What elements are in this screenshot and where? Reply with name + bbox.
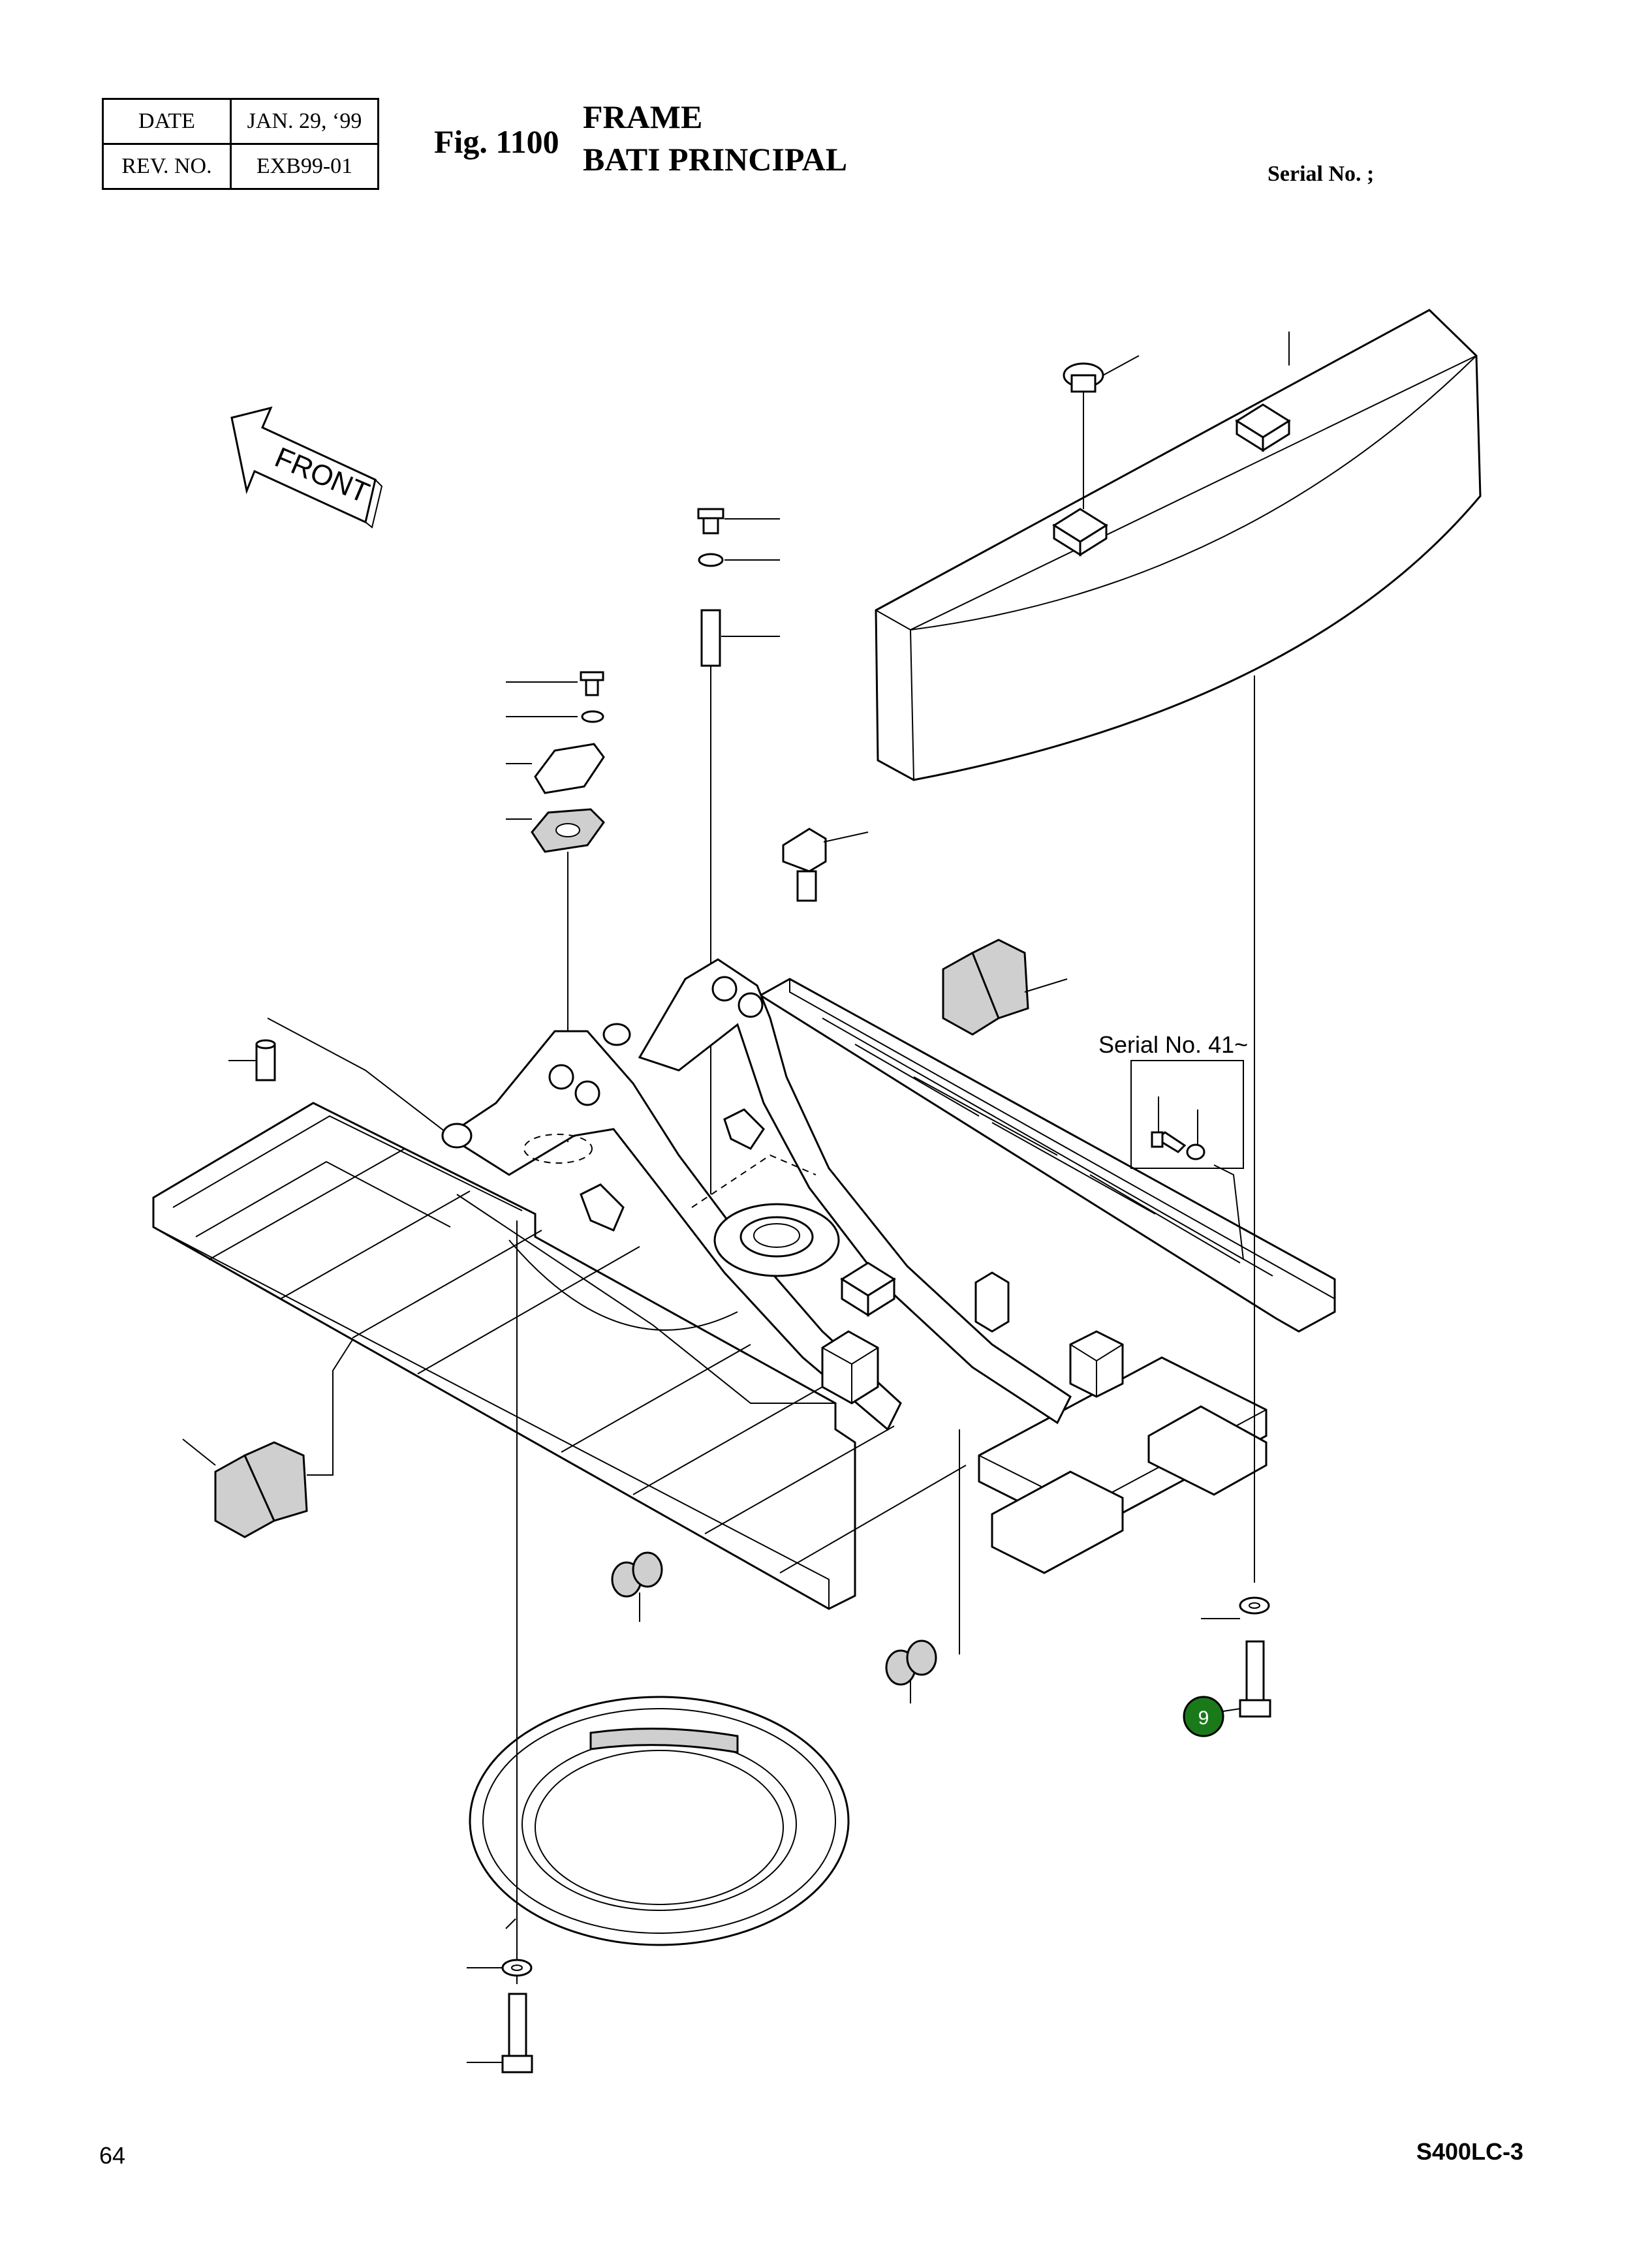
callout-9[interactable]: 9: [1183, 1696, 1241, 1737]
upper-fasteners: [697, 508, 780, 1194]
serial-callout: Serial No. 41~: [1098, 1031, 1249, 1058]
dowel-pin: [228, 1017, 451, 1136]
date-value: JAN. 29, ‘99: [230, 98, 379, 145]
rev-label: REV. NO.: [102, 143, 232, 190]
cover-plate-group: [506, 671, 605, 1142]
front-arrow-icon: FRONT: [230, 406, 383, 529]
swing-bearing-mount: [713, 1203, 896, 1317]
model-code: S400LC-3: [1416, 2138, 1524, 2165]
figure-title-fr: BATI PRINCIPAL: [583, 141, 848, 178]
upper-pin: [782, 828, 869, 902]
roller-left: [611, 1551, 663, 1622]
rev-value: EXB99-01: [230, 143, 379, 190]
swing-bearing: [469, 1696, 850, 1946]
figure-number: Fig. 1100: [434, 123, 559, 160]
figure-title-en: FRAME: [583, 99, 703, 135]
boom-brackets: [441, 958, 1072, 1431]
roller-right: [885, 1429, 960, 1703]
date-label: DATE: [102, 98, 232, 145]
bearing-bolt: [467, 1959, 533, 2074]
counterweight: [875, 309, 1482, 781]
counterweight-bolt: [1201, 1596, 1271, 1718]
upper-frame: [152, 978, 1336, 1610]
page-number: 64: [99, 2142, 126, 2169]
rubber-stopper-lower: [182, 1226, 425, 1538]
revision-table: DATE JAN. 29, ‘99 REV. NO. EXB99-01: [102, 98, 379, 190]
lug-blocks: [821, 1271, 1124, 1405]
callout-9-label: 9: [1198, 1707, 1209, 1729]
serial-41-detail: [1130, 1060, 1244, 1260]
rubber-stopper-upper: [942, 939, 1068, 1036]
serial-label: Serial No. ;: [1268, 162, 1375, 186]
